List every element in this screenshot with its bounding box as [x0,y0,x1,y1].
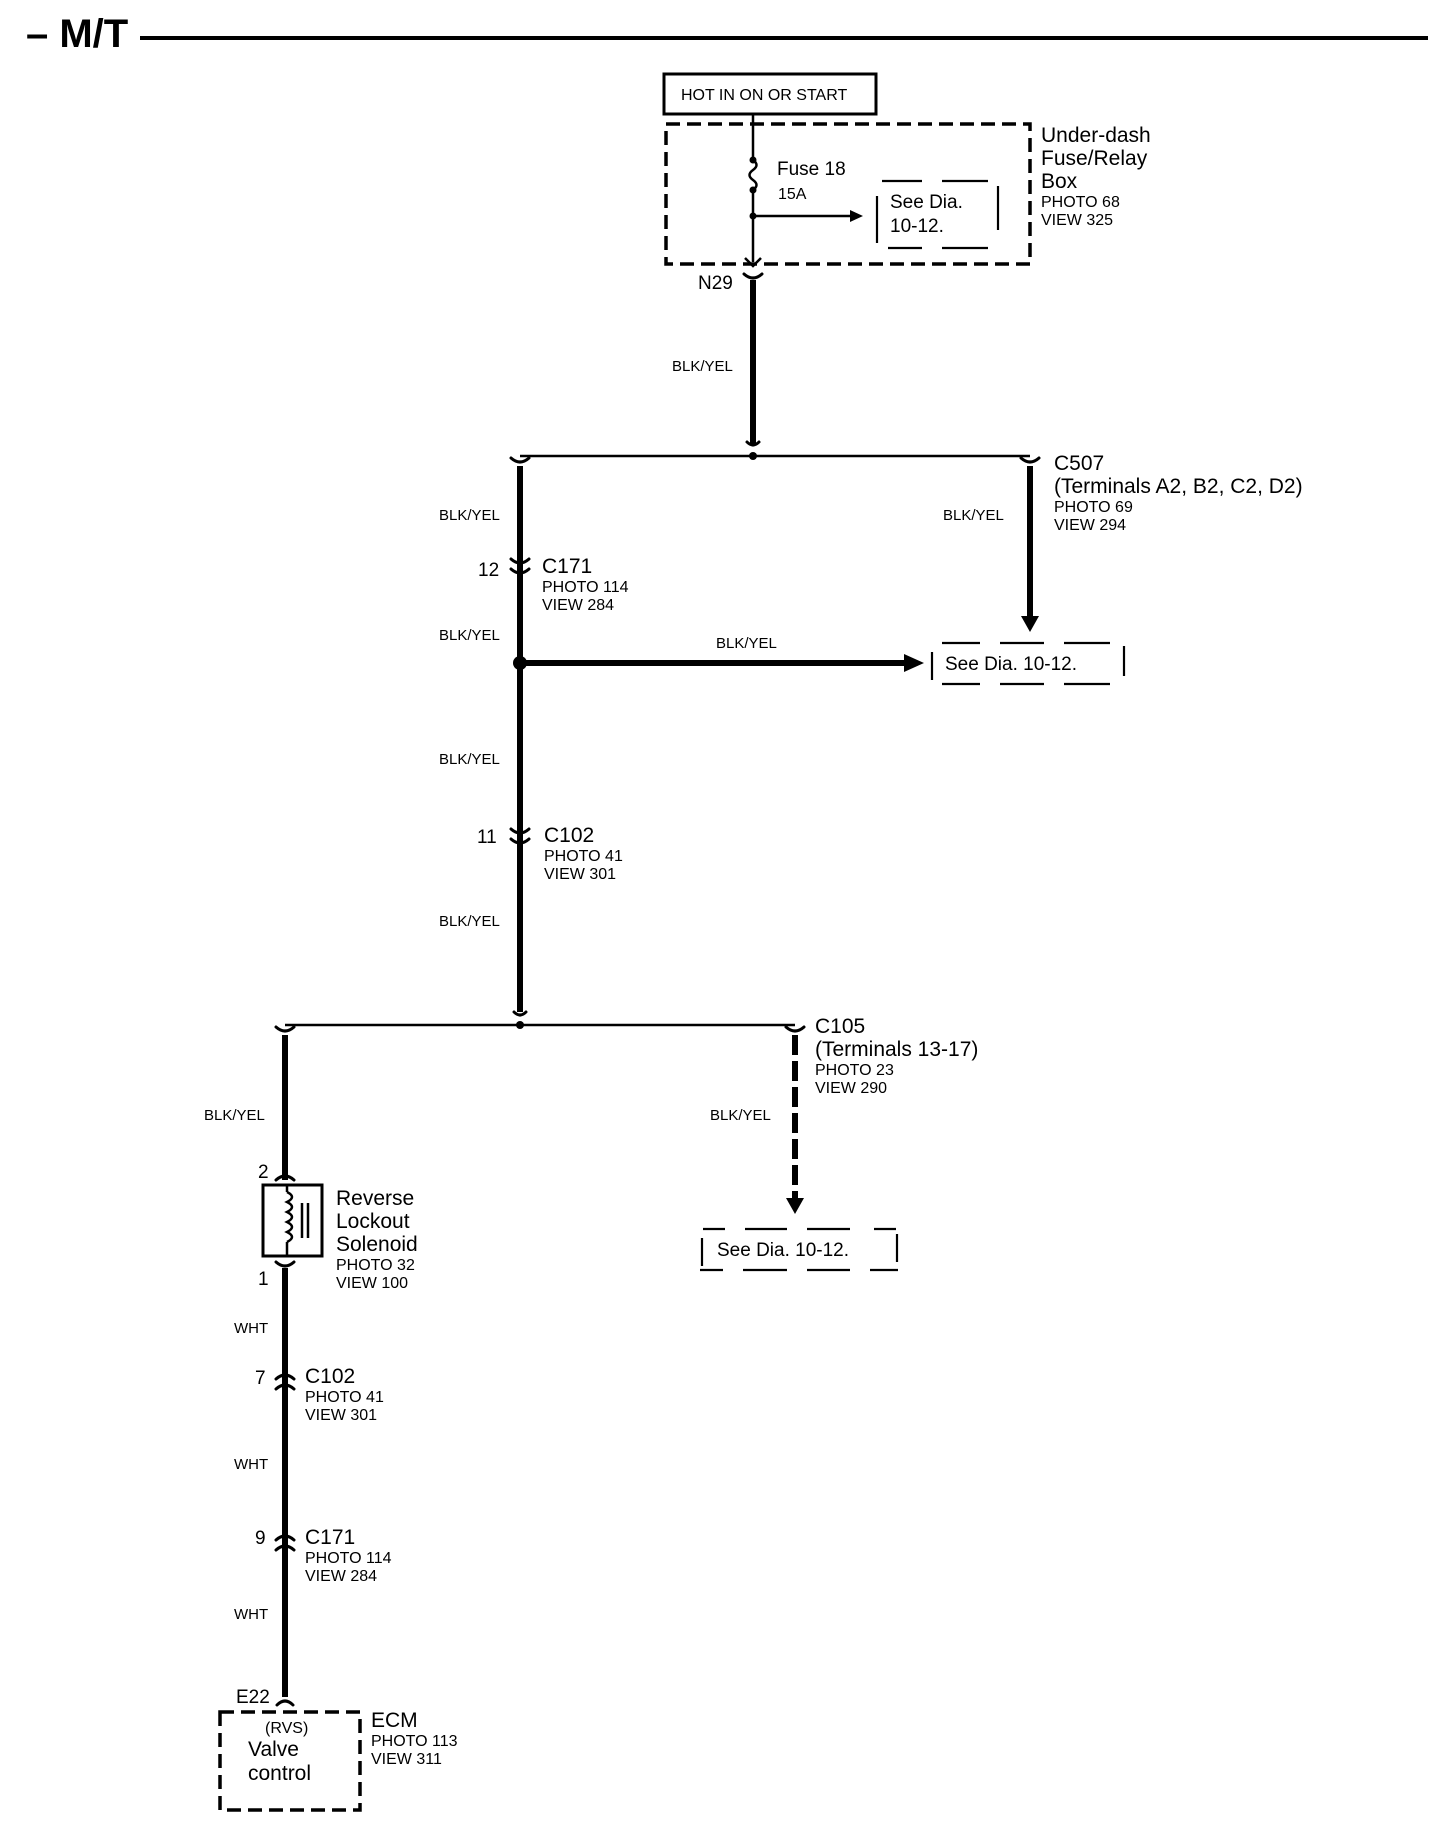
wire-label-trunk-1: BLK/YEL [439,507,500,524]
fuse-box-name-3: Box [1041,170,1078,193]
solenoid-bottom-terminal [274,1260,296,1268]
c105-photo: PHOTO 23 [815,1062,894,1079]
c171-upper-view: VIEW 284 [542,597,614,614]
c507-photo: PHOTO 69 [1054,499,1133,516]
fuse-branch-arrow [850,210,863,222]
wire-label-trunk-3: BLK/YEL [439,751,500,768]
ecm-view: VIEW 311 [371,1751,442,1768]
fuse-box-photo: PHOTO 68 [1041,194,1120,211]
see-dia-lower-label: See Dia. 10-12. [717,1240,849,1261]
power-source-box [662,72,878,116]
see-dia-inner-line-2: 10-12. [890,216,944,237]
c102-upper-name: C102 [544,824,594,847]
see-dia-inner-line-1: See Dia. [890,192,963,213]
solenoid-photo: PHOTO 32 [336,1257,415,1274]
c171-upper-pin: 12 [478,560,499,581]
c105-connector [784,1025,806,1033]
solenoid-name-1: Reverse [336,1187,414,1210]
solenoid-pin-bottom: 1 [258,1269,269,1290]
c171-upper-photo: PHOTO 114 [542,579,629,596]
c102-upper-pin: 11 [477,827,497,848]
fuse-symbol [748,158,758,192]
c507-view: VIEW 294 [1054,517,1126,534]
c171-lower-view: VIEW 284 [305,1568,377,1585]
ecm-name: ECM [371,1709,418,1732]
fuse-out-arrow [744,257,762,268]
c171-lower-name: C171 [305,1526,355,1549]
fuse-box-name-1: Under-dash [1041,124,1151,147]
wire-label-c105: BLK/YEL [710,1107,771,1124]
junction-lower-connector [512,1010,528,1017]
c105-view: VIEW 290 [815,1080,887,1097]
c102-lower-view: VIEW 301 [305,1407,377,1424]
c507-name: C507 [1054,452,1104,475]
ecm-terminal: E22 [236,1687,270,1708]
c171-lower-connector [274,1534,296,1552]
bus-lower-junction [516,1021,524,1029]
solenoid-view: VIEW 100 [336,1275,408,1292]
bus-upper-junction [749,452,757,460]
c105-name: C105 [815,1015,865,1038]
fuse-label: Fuse 18 [777,159,846,180]
wire-label-trunk-4: BLK/YEL [439,913,500,930]
junction-top-connector [745,440,761,447]
ecm-inner-tag: (RVS) [265,1720,308,1737]
solenoid-name-3: Solenoid [336,1233,418,1256]
terminal-n29: N29 [698,273,733,294]
diagram-title: – M/T [26,12,128,56]
left-branch-connector [509,456,531,464]
wire-label-c507: BLK/YEL [943,507,1004,524]
wire-label-solenoid: BLK/YEL [204,1107,265,1124]
solenoid-body [261,1183,324,1258]
solenoid-name-2: Lockout [336,1210,410,1233]
solenoid-coil-symbol [284,1185,310,1256]
fuse-box-name-2: Fuse/Relay [1041,147,1148,170]
c102-lower-photo: PHOTO 41 [305,1389,384,1406]
see-dia-inner-ref: See Dia. 10-12. [875,179,1000,250]
c171-lower-photo: PHOTO 114 [305,1550,392,1567]
fuse-box-view: VIEW 325 [1041,212,1113,229]
c171-upper-name: C171 [542,555,592,578]
wire-label-trunk-2: BLK/YEL [439,627,500,644]
c507-terminals: (Terminals A2, B2, C2, D2) [1054,475,1303,498]
wire-label-wht-2: WHT [234,1456,268,1473]
wire-label-splice: BLK/YEL [716,635,777,652]
splice-right-arrow [904,654,924,672]
fuse-rating: 15A [778,186,807,203]
c171-lower-pin: 9 [255,1528,266,1549]
ecm-terminal-connector [275,1699,295,1707]
c102-lower-name: C102 [305,1365,355,1388]
c171-upper-connector [509,557,531,575]
c105-terminals: (Terminals 13-17) [815,1038,978,1061]
ecm-photo: PHOTO 113 [371,1733,458,1750]
see-dia-right-ref: See Dia. 10-12. [930,641,1126,686]
c102-lower-pin: 7 [255,1368,266,1389]
c102-upper-connector [509,827,531,845]
c507-connector [1019,456,1041,464]
c507-arrow [1021,616,1039,632]
solenoid-branch-connector [274,1025,296,1033]
c102-lower-connector [274,1373,296,1391]
see-dia-right-label: See Dia. 10-12. [945,654,1077,675]
c102-upper-photo: PHOTO 41 [544,848,623,865]
ecm-box [218,1710,362,1812]
fuse-relay-box [664,122,1032,266]
wire-label-wht-3: WHT [234,1606,268,1623]
ecm-inner-line-1: Valve [248,1738,299,1761]
ecm-inner-line-2: control [248,1762,311,1785]
solenoid-pin-top: 2 [258,1162,269,1183]
power-source-label: HOT IN ON OR START [681,87,847,104]
see-dia-lower-ref: See Dia. 10-12. [700,1227,899,1272]
c105-arrow [786,1198,804,1214]
c102-upper-view: VIEW 301 [544,866,616,883]
solenoid-top-terminal [274,1174,296,1182]
n29-connector [742,272,764,280]
wire-label-wht-1: WHT [234,1320,268,1337]
wire-label-main: BLK/YEL [672,358,733,375]
